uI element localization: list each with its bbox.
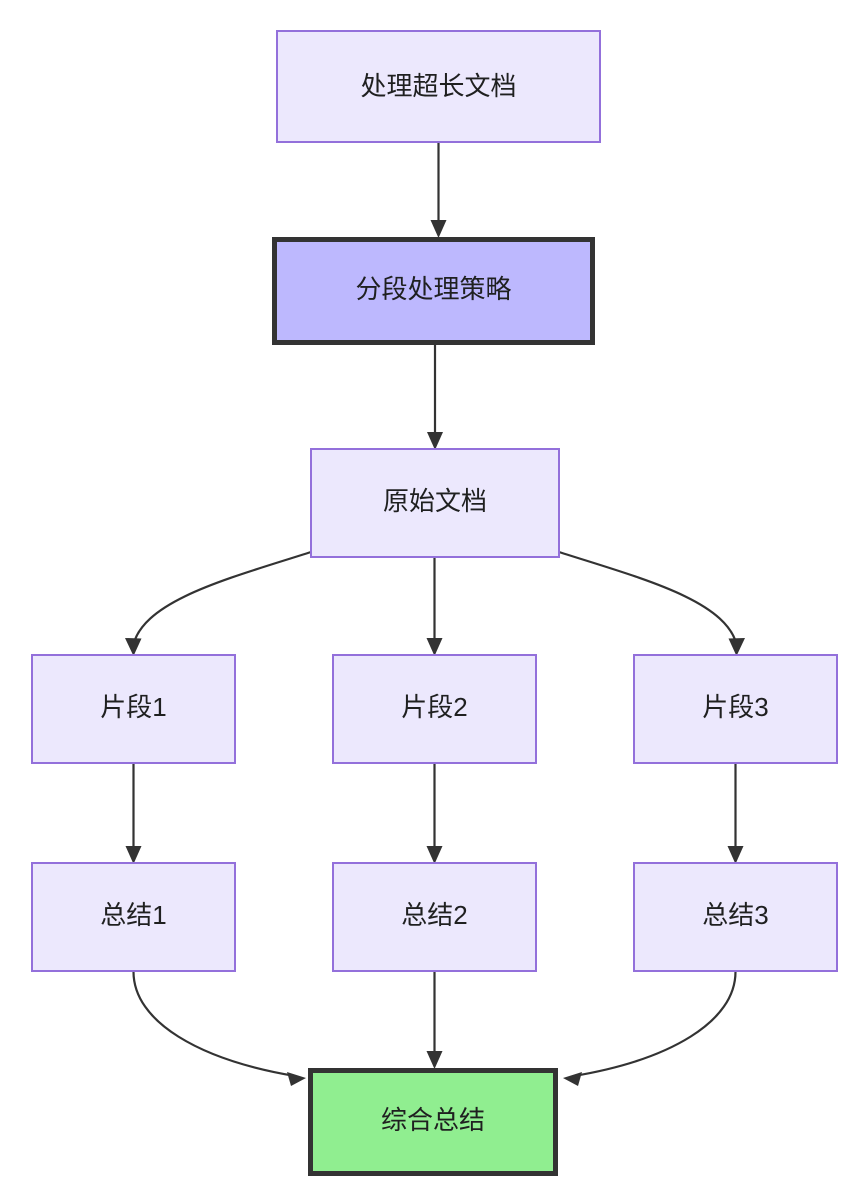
arrowhead-icon	[125, 846, 142, 864]
node-summary-2[interactable]: 总结2	[332, 862, 537, 972]
node-summary-1[interactable]: 总结1	[31, 862, 236, 972]
edge-curve	[573, 970, 737, 1078]
edge-summary2-to-final	[426, 971, 443, 1069]
edge-segment2-to-summary2	[426, 763, 443, 864]
node-process-long-document[interactable]: 处理超长文档	[276, 30, 601, 143]
arrowhead-icon	[430, 220, 447, 238]
node-segment-2[interactable]: 片段2	[332, 654, 537, 764]
arrowhead-icon	[563, 1072, 582, 1086]
node-box[interactable]	[308, 1068, 558, 1176]
arrowhead-icon	[125, 638, 142, 656]
edge-segment1-to-summary1	[125, 763, 142, 864]
edge-process-to-strategy	[430, 142, 447, 238]
edge-source-to-segment2	[426, 557, 443, 656]
node-box[interactable]	[310, 448, 560, 558]
node-summary-3[interactable]: 总结3	[633, 862, 838, 972]
edge-strategy-to-source	[427, 345, 443, 450]
edge-curve	[558, 550, 739, 647]
edge-segment3-to-summary3	[727, 763, 744, 864]
node-box[interactable]	[272, 237, 595, 345]
node-box[interactable]	[276, 30, 601, 143]
node-box[interactable]	[332, 654, 537, 764]
edge-source-to-segment3	[558, 550, 745, 656]
edge-summary3-to-final	[563, 970, 737, 1086]
node-layer: 处理超长文档 分段处理策略 原始文档 片段1 片段2 片段3	[31, 30, 838, 1176]
edge-curve	[131, 550, 312, 647]
arrowhead-icon	[287, 1072, 306, 1086]
arrowhead-icon	[426, 846, 443, 864]
edge-source-to-segment1	[125, 550, 312, 656]
edge-layer	[125, 142, 745, 1086]
node-box[interactable]	[31, 654, 236, 764]
arrowhead-icon	[728, 638, 745, 656]
node-segment-1[interactable]: 片段1	[31, 654, 236, 764]
arrowhead-icon	[426, 638, 443, 656]
arrowhead-icon	[426, 1051, 443, 1069]
node-final-summary[interactable]: 综合总结	[308, 1068, 558, 1176]
arrowhead-icon	[427, 432, 443, 450]
node-box[interactable]	[332, 862, 537, 972]
node-box[interactable]	[633, 862, 838, 972]
edge-curve	[132, 970, 296, 1078]
node-source-document[interactable]: 原始文档	[310, 448, 560, 558]
edge-summary1-to-final	[132, 970, 306, 1086]
node-segment-3[interactable]: 片段3	[633, 654, 838, 764]
node-chunking-strategy[interactable]: 分段处理策略	[272, 237, 595, 345]
node-box[interactable]	[633, 654, 838, 764]
arrowhead-icon	[727, 846, 744, 864]
node-box[interactable]	[31, 862, 236, 972]
